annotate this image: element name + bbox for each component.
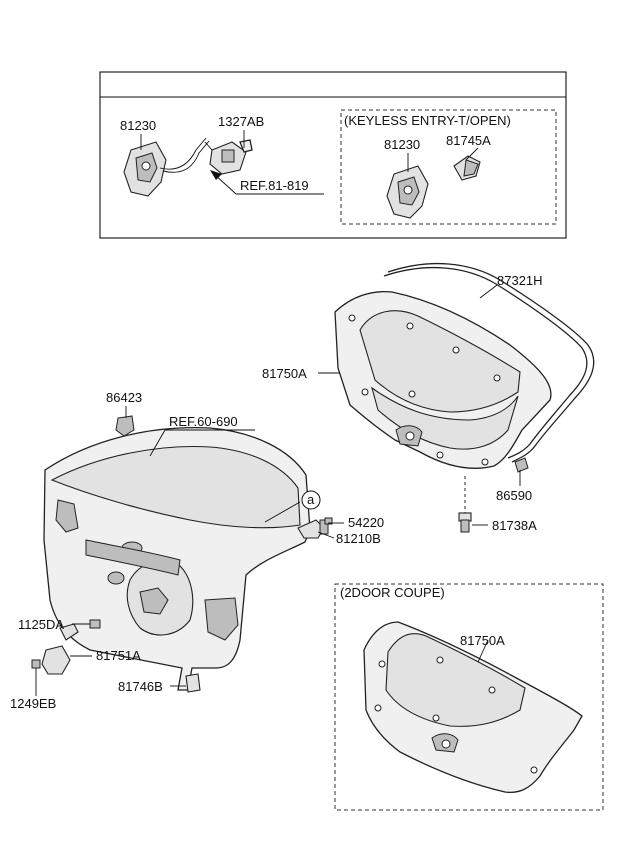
bumper-81738A bbox=[458, 476, 472, 533]
callout-a-circle bbox=[301, 490, 321, 510]
trunk-latch-assembly bbox=[123, 137, 210, 197]
label-81230-top: 81230 bbox=[120, 118, 156, 133]
label-ref-60-690: REF.60-690 bbox=[169, 414, 238, 429]
stopper-86590 bbox=[514, 457, 529, 486]
label-ref-81-819: REF.81-819 bbox=[240, 178, 309, 193]
latch-detail-box bbox=[99, 71, 567, 239]
coupe-trim-box bbox=[334, 583, 604, 811]
label-81738A: 81738A bbox=[492, 518, 537, 533]
label-86423: 86423 bbox=[106, 390, 142, 405]
label-1327AB: 1327AB bbox=[218, 114, 264, 129]
label-87321H: 87321H bbox=[497, 273, 543, 288]
label-81750A-coupe: 81750A bbox=[460, 633, 505, 648]
keyless-open-switch bbox=[453, 155, 481, 181]
label-81230-keyless: 81230 bbox=[384, 137, 420, 152]
ref-81-819-arrow bbox=[210, 170, 324, 195]
trunk-lid-trim-panel bbox=[334, 290, 552, 469]
label-keyless-entry: (KEYLESS ENTRY-T/OPEN) bbox=[344, 113, 511, 128]
leader-lines bbox=[35, 130, 498, 696]
label-1125DA: 1125DA bbox=[18, 617, 64, 632]
hook-81746B bbox=[185, 673, 201, 693]
bolts bbox=[31, 415, 333, 669]
trunk-lid-actuator bbox=[204, 139, 253, 175]
label-81746B: 81746B bbox=[118, 679, 163, 694]
keyless-trunk-latch bbox=[386, 165, 429, 219]
bracket-81751A bbox=[41, 623, 79, 675]
label-81751A: 81751A bbox=[96, 648, 141, 663]
label-1249EB: 1249EB bbox=[10, 696, 56, 711]
weatherstrip-87321H bbox=[383, 263, 595, 463]
label-81210B: 81210B bbox=[336, 531, 381, 546]
trunk-lid-panel bbox=[43, 426, 311, 691]
label-81745A: 81745A bbox=[446, 133, 491, 148]
label-81750A-main: 81750A bbox=[262, 366, 307, 381]
label-54220: 54220 bbox=[348, 515, 384, 530]
label-2door-coupe: (2DOOR COUPE) bbox=[340, 585, 445, 600]
label-86590: 86590 bbox=[496, 488, 532, 503]
label-circle-a: a bbox=[307, 492, 315, 507]
